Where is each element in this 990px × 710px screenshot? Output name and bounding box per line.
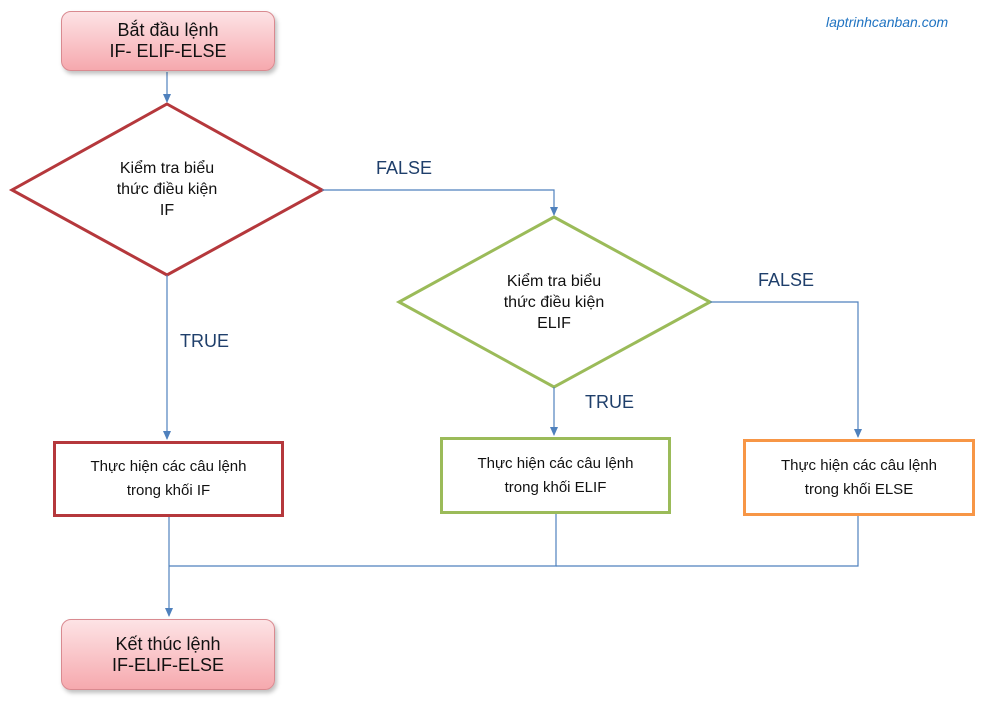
elif-false-label: FALSE — [758, 270, 815, 290]
elif-decision-line-1: Kiểm tra biểu — [506, 273, 602, 290]
if-block-line-1: Thực hiện các câu lệnh — [90, 458, 247, 475]
start-line-2: IF- ELIF-ELSE — [109, 41, 227, 61]
connector-else-block-merge — [556, 515, 859, 567]
if-true-label: TRUE — [180, 331, 229, 351]
connector-elif-block-merge — [169, 513, 557, 567]
else-block: Thực hiện các câu lệnh trong khối ELSE — [743, 439, 975, 516]
start-terminal: Bắt đầu lệnh IF- ELIF-ELSE — [61, 11, 275, 71]
elif-decision-line-2: thức điều kiện — [503, 294, 605, 311]
if-block-line-2: trong khối IF — [126, 482, 211, 499]
if-decision-line-1: Kiểm tra biểu — [119, 160, 215, 177]
if-decision-line-3: IF — [159, 202, 175, 219]
elif-block: Thực hiện các câu lệnh trong khối ELIF — [440, 437, 671, 514]
else-block-line-1: Thực hiện các câu lệnh — [781, 456, 937, 474]
elif-decision-text: Kiểm tra biểu thức điều kiện ELIF — [474, 271, 634, 334]
elif-block-line-2: trong khối ELIF — [504, 478, 607, 496]
if-block: Thực hiện các câu lệnh trong khối IF — [53, 441, 284, 517]
end-line-1: Kết thúc lệnh — [115, 633, 221, 654]
connector-if-false — [322, 189, 558, 216]
watermark: laptrinhcanban.com — [826, 14, 949, 30]
elif-block-line-1: Thực hiện các câu lệnh — [477, 454, 634, 472]
if-false-label: FALSE — [376, 158, 433, 178]
start-line-1: Bắt đầu lệnh — [117, 20, 219, 40]
elif-true-label: TRUE — [585, 392, 634, 412]
elif-decision-line-3: ELIF — [537, 315, 571, 332]
if-decision-line-2: thức điều kiện — [116, 181, 218, 198]
else-block-line-2: trong khối ELSE — [804, 480, 914, 498]
end-terminal: Kết thúc lệnh IF-ELIF-ELSE — [61, 619, 275, 690]
if-decision-text: Kiểm tra biểu thức điều kiện IF — [87, 158, 247, 221]
end-line-2: IF-ELIF-ELSE — [111, 654, 225, 675]
connector-elif-false — [710, 301, 862, 438]
